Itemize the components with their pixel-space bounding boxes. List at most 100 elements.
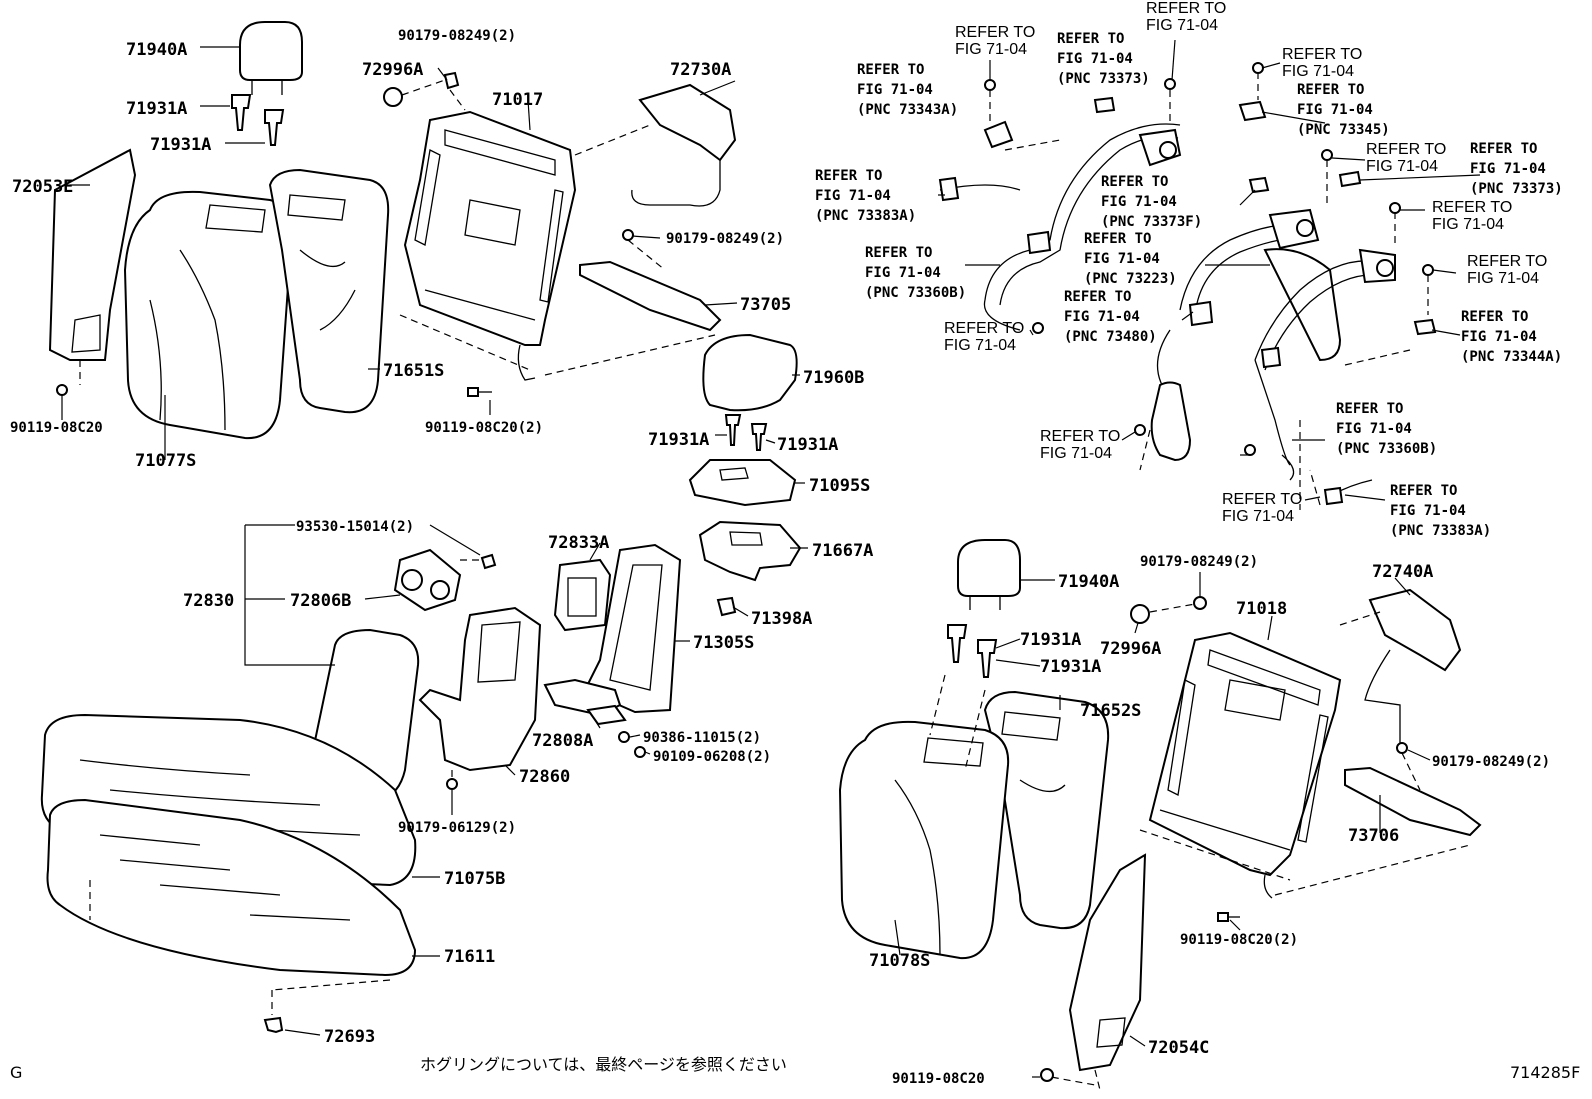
label-71017: 71017 bbox=[492, 90, 543, 110]
armrest-frame-71305S bbox=[583, 543, 682, 714]
leader-lines-left bbox=[61, 46, 808, 1036]
bolt-72996A bbox=[383, 71, 466, 111]
headrest-71940A-left bbox=[239, 21, 303, 95]
label-71305S: 71305S bbox=[693, 633, 754, 653]
seatbelt-center-assembly bbox=[1134, 149, 1362, 471]
label-73706: 73706 bbox=[1348, 826, 1399, 846]
bolt-90119-08C20-right bbox=[1040, 912, 1240, 1082]
label-71611: 71611 bbox=[444, 947, 495, 967]
label-71077S: 71077S bbox=[135, 451, 196, 471]
seatback-pad-71651S bbox=[268, 168, 390, 414]
label-90119-08C20: 90119-08C20(2) bbox=[425, 420, 543, 436]
footer: G ホグリングについては、最終ページを参照ください 714285F bbox=[10, 1055, 1580, 1082]
label-90119-08C20: 90119-08C20(2) bbox=[1180, 932, 1298, 948]
screws-90386-90109 bbox=[618, 731, 646, 758]
headrest-support-71931A bbox=[231, 94, 285, 146]
label-71931A: 71931A bbox=[150, 135, 211, 155]
label-72740A: 72740A bbox=[1372, 562, 1433, 582]
label-90179-08249: 90179-08249(2) bbox=[1432, 754, 1550, 770]
label-71931A: 71931A bbox=[777, 435, 838, 455]
label-90179-08249: 90179-08249(2) bbox=[398, 28, 516, 44]
label-71075B: 71075B bbox=[444, 869, 505, 889]
label-71667A: 71667A bbox=[812, 541, 873, 561]
label-71651S: 71651S bbox=[383, 361, 444, 381]
label-71931A: 71931A bbox=[648, 430, 709, 450]
label-72996A: 72996A bbox=[1100, 639, 1161, 659]
bolt-90119-08C20 bbox=[467, 387, 492, 397]
label-71398A: 71398A bbox=[751, 609, 812, 629]
figure-code: 714285F bbox=[1510, 1063, 1580, 1082]
label-90179-08249: 90179-08249(2) bbox=[666, 231, 784, 247]
bezel-72833A bbox=[553, 558, 612, 632]
label-90119-08C20: 90119-08C20 bbox=[10, 420, 103, 436]
label-71078S: 71078S bbox=[869, 951, 930, 971]
headrest-71940A-right bbox=[957, 539, 1021, 610]
armrest-cover-71095S bbox=[688, 459, 797, 507]
label-71940A: 71940A bbox=[126, 40, 187, 60]
seatbelt-left-assembly bbox=[938, 78, 1182, 334]
footer-note: ホグリングについては、最終ページを参照ください bbox=[420, 1055, 787, 1074]
cushion-alignment-line bbox=[89, 880, 391, 991]
label-72808A: 72808A bbox=[532, 731, 593, 751]
fastener-90179-06129 bbox=[446, 770, 458, 790]
leader-lines-refs bbox=[938, 39, 1481, 501]
bracket-72730A bbox=[574, 83, 737, 207]
hinge-rail-73705 bbox=[544, 229, 722, 376]
clip-71398A bbox=[716, 596, 737, 617]
seatback-pad-71652S bbox=[983, 690, 1110, 930]
armrest-lock-72806B bbox=[393, 548, 497, 612]
seatback-frame-71018 bbox=[1139, 631, 1342, 899]
label-72053E: 72053E bbox=[12, 177, 73, 197]
seatbelt-right-assembly bbox=[1238, 62, 1437, 510]
seatback-cover-71077S bbox=[123, 190, 294, 440]
label-71652S: 71652S bbox=[1080, 701, 1141, 721]
label-72996A: 72996A bbox=[362, 60, 423, 80]
armrest-housing-72860 bbox=[418, 606, 542, 772]
label-73705: 73705 bbox=[740, 295, 791, 315]
armrest-71960B bbox=[702, 333, 798, 412]
armrest-supports-71931A bbox=[724, 414, 768, 451]
label-71960B: 71960B bbox=[803, 368, 864, 388]
label-90119-08C20: 90119-08C20 bbox=[892, 1071, 985, 1087]
armrest-hinge-72808A bbox=[543, 678, 627, 726]
label-71095S: 71095S bbox=[809, 476, 870, 496]
label-71931A: 71931A bbox=[1020, 630, 1081, 650]
label-72860: 72860 bbox=[519, 767, 570, 787]
hinge-rail-73706 bbox=[1274, 742, 1482, 896]
label-90179-08249: 90179-08249(2) bbox=[1140, 554, 1258, 570]
footer-left-mark: G bbox=[10, 1063, 22, 1082]
part-labels: 71940A 71931A 71931A 72053E 90119-08C20 … bbox=[10, 28, 1550, 1087]
label-93530-15014: 93530-15014(2) bbox=[296, 519, 414, 535]
seatback-side-trim-72054C bbox=[1039, 853, 1147, 1091]
label-71931A: 71931A bbox=[126, 99, 187, 119]
bolt-72996A-right bbox=[1130, 596, 1207, 624]
bracket-72740A bbox=[1339, 588, 1462, 745]
label-71018: 71018 bbox=[1236, 599, 1287, 619]
cup-holder-71667A bbox=[698, 520, 802, 582]
headrest-support-71931A-right bbox=[947, 624, 998, 678]
label-72830: 72830 bbox=[183, 591, 234, 611]
seat-cushion-pad-71611 bbox=[46, 798, 417, 977]
label-72806B: 72806B bbox=[290, 591, 351, 611]
